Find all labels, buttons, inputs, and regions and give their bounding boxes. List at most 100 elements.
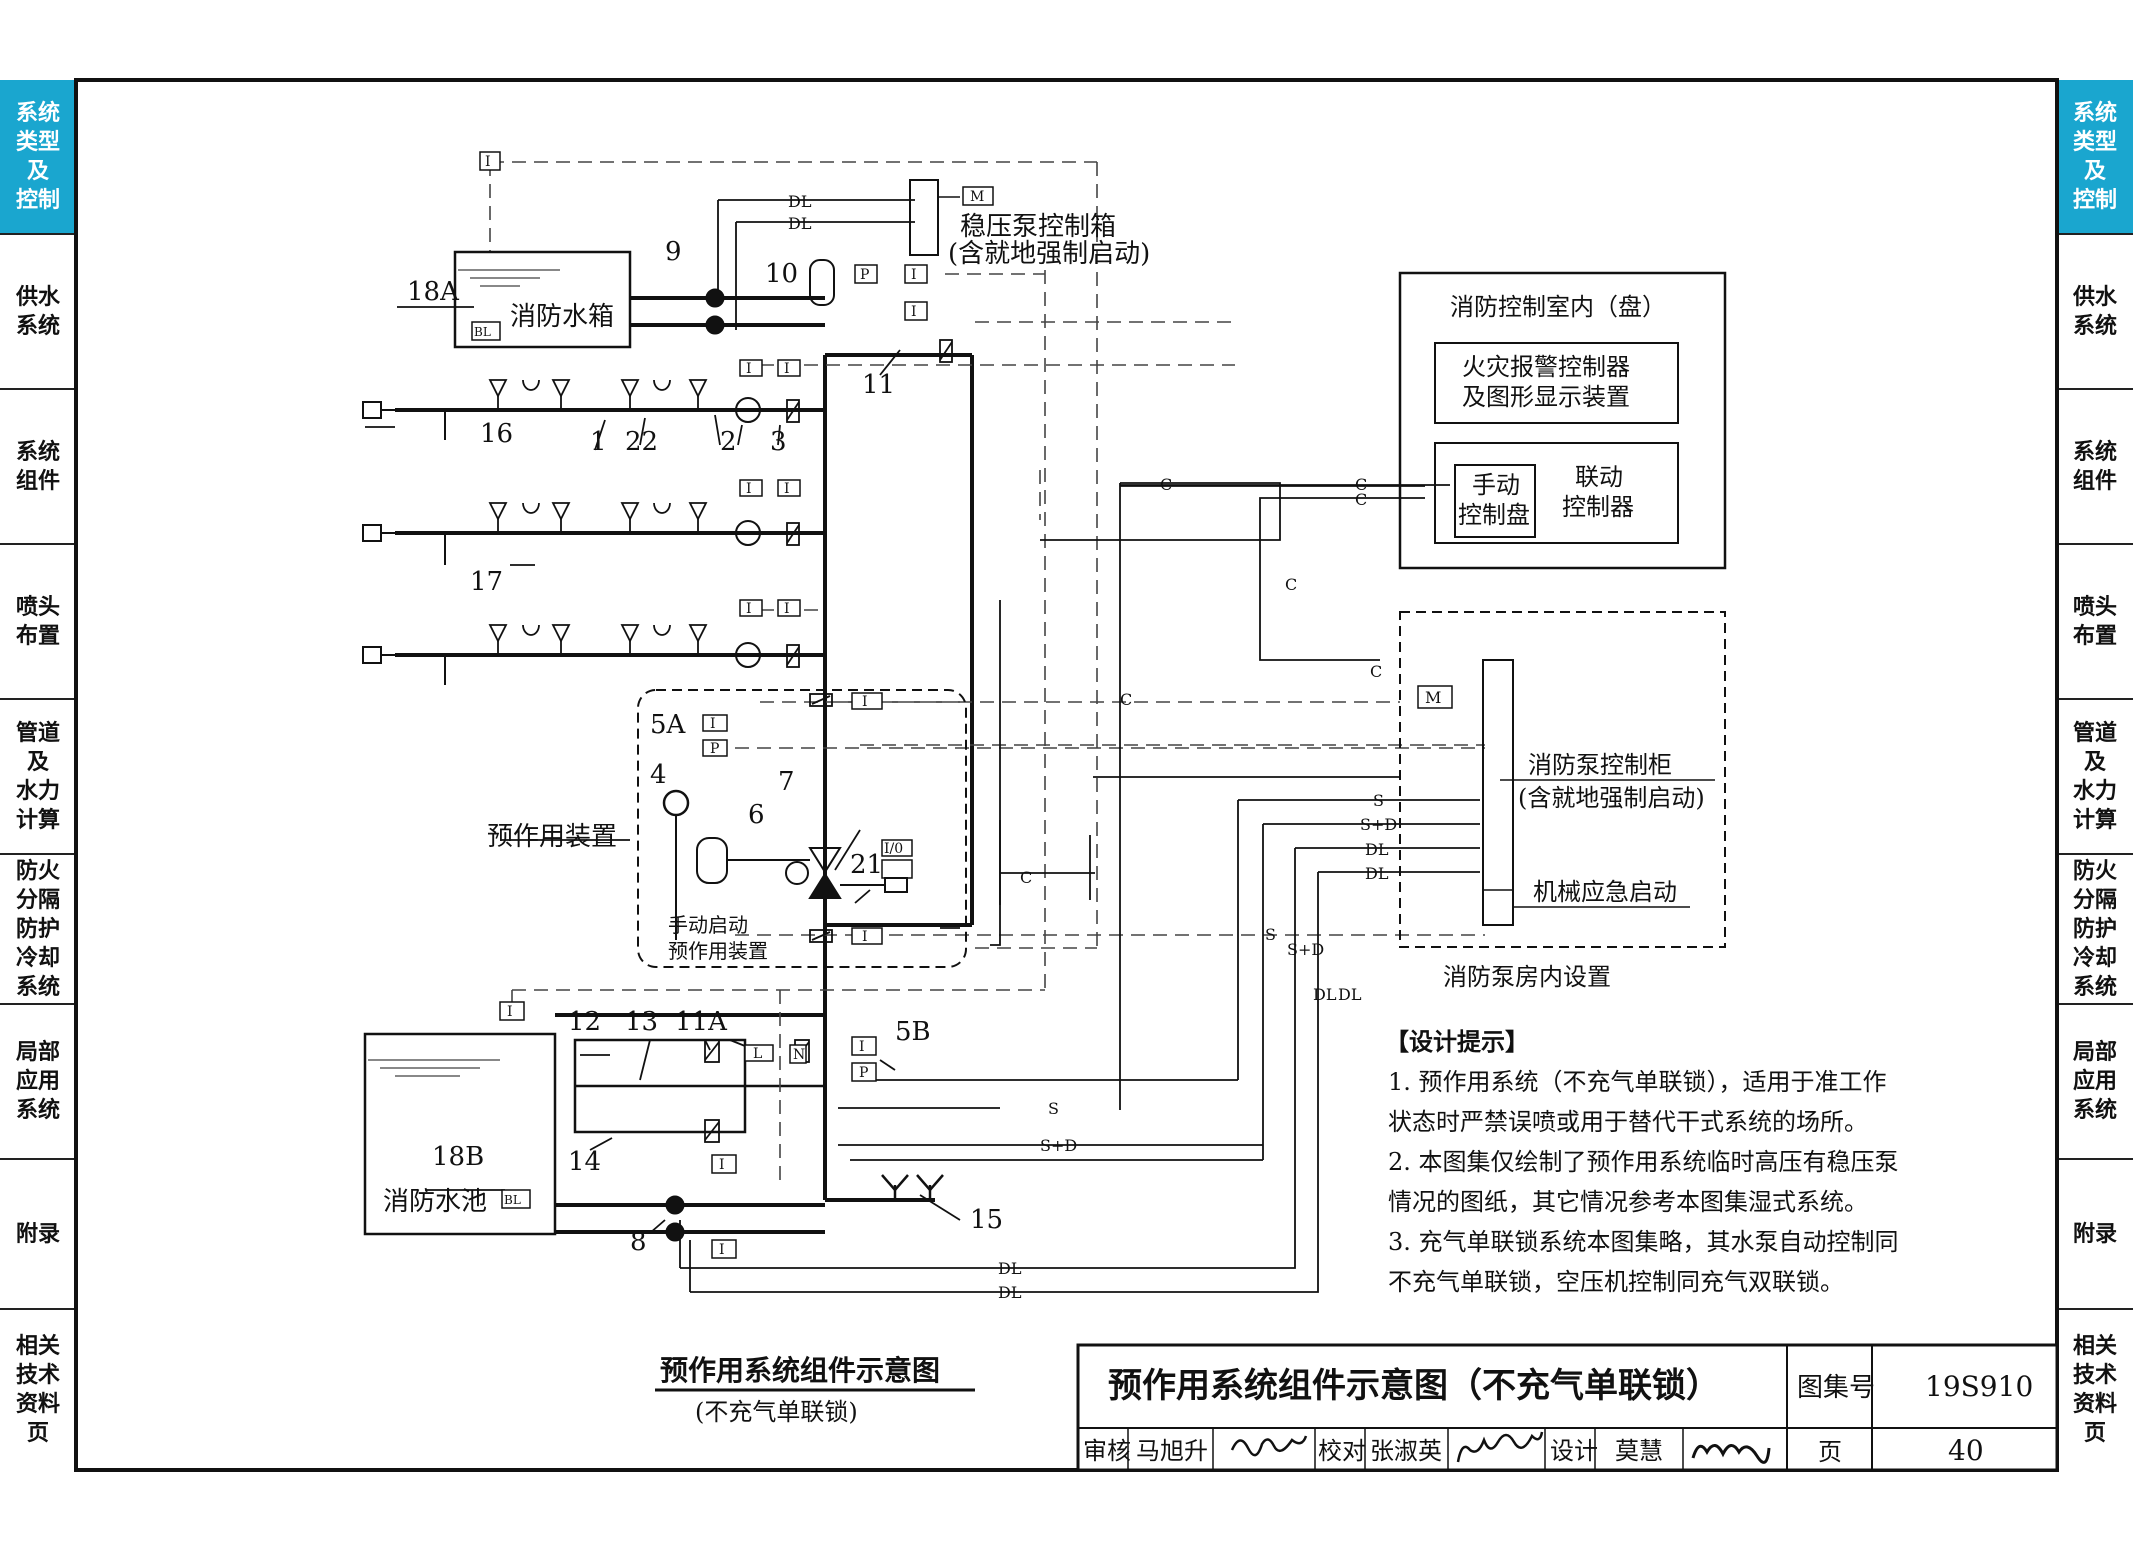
label-p-stab: P: [860, 267, 869, 283]
num-5b: 5B: [895, 1017, 931, 1047]
num-11: 11: [862, 370, 895, 400]
bypass-pipes: [573, 1038, 825, 1134]
num-8: 8: [630, 1227, 647, 1257]
title-block: 预作用系统组件示意图（不充气单联锁） 图集号 19S910 页 40 审核 马旭…: [1076, 1343, 2059, 1472]
checker-name: 张淑英: [1370, 1437, 1442, 1465]
label-bl-pool: BL: [504, 1193, 521, 1207]
tab-system-components[interactable]: 系统 组件: [0, 390, 76, 545]
title-block-title: 预作用系统组件示意图（不充气单联锁）: [1108, 1366, 1720, 1406]
retard-chamber-6: [696, 837, 728, 884]
tab-fire-separation-right[interactable]: 防火 分隔 防护 冷却 系统: [2057, 855, 2133, 1005]
designer-signature: [1691, 1444, 1771, 1464]
label-s-2: S: [1265, 925, 1276, 944]
tab-local-application-right[interactable]: 局部 应用 系统: [2057, 1005, 2133, 1160]
design-label: 设计: [1550, 1437, 1598, 1465]
water-pool: [363, 1032, 557, 1236]
pressure-tank-10: [809, 259, 835, 306]
tab-fire-separation[interactable]: 防火 分隔 防护 冷却 系统: [0, 855, 76, 1005]
label-i-b1b: I: [784, 361, 790, 377]
num-1: 1: [590, 427, 607, 457]
num-16: 16: [480, 419, 513, 449]
design-note-2: 状态时严禁误喷或用于替代干式系统的场所。: [1388, 1108, 1868, 1136]
tab-appendix-right[interactable]: 附录: [2057, 1160, 2133, 1310]
reviewer-signature: [1230, 1435, 1308, 1457]
num-18b: 18B: [432, 1142, 484, 1172]
diagram-labels: 消防水箱 消防水池 稳压泵控制箱 (含就地强制启动) 消防控制室内（盘） 火灾报…: [383, 212, 1705, 1217]
atlas-number: 19S910: [1925, 1370, 2033, 1403]
figure-caption: 预作用系统组件示意图 (不充气单联锁): [655, 1354, 975, 1426]
label-s-1: S: [1373, 791, 1384, 810]
label-l-11a: L: [753, 1046, 762, 1062]
tab-system-type-control-right[interactable]: 系统 类型 及 控制: [2057, 80, 2133, 235]
label-stab-box-2: (含就地强制启动): [948, 239, 1150, 269]
num-2: 2: [720, 427, 737, 457]
label-m-stab: M: [970, 189, 984, 205]
tab-sprinkler-layout[interactable]: 喷头 布置: [0, 545, 76, 700]
design-notes: 【设计提示】 1. 预作用系统（不充气单联锁），适用于准工作 状态时严禁误喷或用…: [1385, 1027, 1899, 1296]
label-i-b2b: I: [784, 481, 790, 497]
pump-control-cabinet: [1482, 659, 1514, 926]
check-label: 校对: [1318, 1437, 1366, 1465]
reviewer-name: 马旭升: [1136, 1437, 1208, 1465]
deluge-valve-7: [808, 847, 842, 874]
stab-pump-9b: [705, 315, 725, 335]
design-notes-heading: 【设计提示】: [1385, 1027, 1529, 1056]
stab-pump-9a: [705, 288, 725, 308]
num-3: 3: [770, 427, 787, 457]
tab-sprinkler-layout-right[interactable]: 喷头 布置: [2057, 545, 2133, 700]
pressure-gauge-4: [662, 789, 690, 817]
tab-related-info-right[interactable]: 相关 技术 资料 页: [2072, 1334, 2117, 1446]
label-i-11: I: [911, 304, 917, 320]
label-water-tank: 消防水箱: [510, 302, 614, 332]
label-linkage-2: 控制器: [1562, 493, 1634, 521]
label-i-b2a: I: [746, 481, 752, 497]
fire-alarm-controller: [1434, 342, 1679, 424]
tab-piping-hydraulics-right[interactable]: 管道 及 水力 计算: [2057, 700, 2133, 855]
signal-letters: DL DL C C C C C C C S S+D DL DL S S+D DL…: [788, 192, 1397, 1302]
tab-water-supply[interactable]: 供水 系统: [0, 235, 76, 390]
tab-piping-hydraulics[interactable]: 管道 及 水力 计算: [0, 700, 76, 855]
caption-title: 预作用系统组件示意图: [660, 1354, 940, 1387]
tab-local-application[interactable]: 局部 应用 系统: [0, 1005, 76, 1160]
tab-system-type-control[interactable]: 系统 类型 及 控制: [0, 80, 76, 235]
label-water-pool: 消防水池: [383, 1187, 487, 1217]
num-12: 12: [568, 1007, 601, 1037]
stab-pump-control-box: [909, 179, 939, 256]
label-i-5b: I: [859, 1039, 865, 1055]
control-lines: [365, 199, 1480, 1293]
label-i-device-bottom: I: [862, 929, 868, 945]
tab-water-supply-right[interactable]: 供水 系统: [2057, 235, 2133, 390]
label-sd-2: S+D: [1287, 940, 1324, 959]
preaction-device-frame: [637, 689, 967, 968]
water-tank: [453, 250, 632, 349]
flow-indicator-b: [735, 520, 761, 546]
instrument-boxes: I M P I I I I I I I I I I P I/0 I I L N …: [471, 151, 1453, 1259]
label-c-4: C: [1285, 575, 1297, 594]
label-i-b3a: I: [746, 601, 752, 617]
flow-indicator-c: [735, 642, 761, 668]
label-p-5a: P: [710, 741, 719, 757]
manual-control-panel: [1454, 464, 1536, 538]
num-11a: 11A: [675, 1007, 728, 1037]
page-number: 40: [1948, 1434, 1984, 1467]
label-manual-start-2: 预作用装置: [668, 939, 768, 963]
label-i-pump-bottom: I: [719, 1242, 725, 1258]
label-i-5a: I: [710, 716, 716, 732]
label-s-3: S: [1048, 1099, 1059, 1118]
num-7: 7: [778, 767, 795, 797]
label-i-top: I: [485, 154, 491, 170]
label-control-room: 消防控制室内（盘）: [1450, 293, 1666, 321]
label-linkage-1: 联动: [1575, 463, 1623, 491]
review-label: 审核: [1083, 1437, 1131, 1465]
label-dl-1: DL: [788, 192, 812, 211]
design-note-5: 3. 充气单联锁系统本图集略，其水泵自动控制同: [1388, 1228, 1899, 1256]
tab-system-components-right[interactable]: 系统 组件: [2057, 390, 2133, 545]
num-6: 6: [748, 800, 765, 830]
tab-related-info[interactable]: 相关 技术 资料 页: [15, 1334, 60, 1446]
label-dl-2: DL: [788, 214, 812, 233]
label-p-5b: P: [859, 1065, 868, 1081]
signal-lines: [489, 161, 1485, 1180]
branch-end-caps: [362, 401, 446, 685]
tab-appendix[interactable]: 附录: [0, 1160, 76, 1310]
label-dl-5: DL: [1313, 985, 1337, 1004]
